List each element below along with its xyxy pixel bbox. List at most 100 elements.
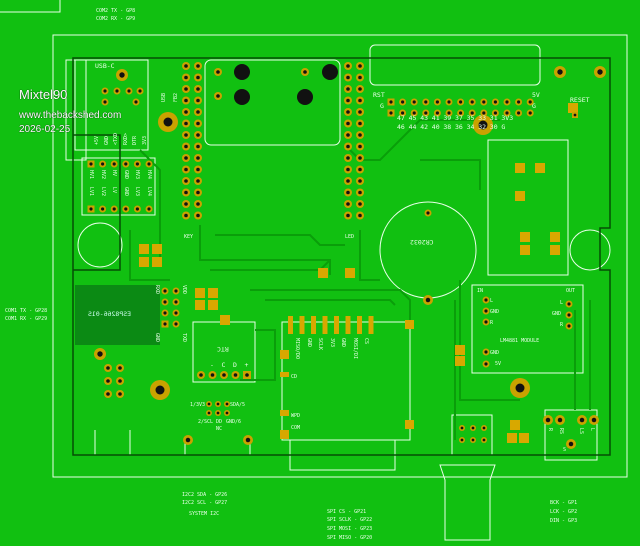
gpio-pin: [515, 98, 523, 106]
gpio-rst: RST: [373, 91, 385, 99]
key-header-pin: [182, 131, 190, 139]
audio-pin: [104, 377, 112, 385]
sd-cd: CD: [291, 374, 298, 380]
led-header-pin: [356, 211, 364, 220]
smd-pad: [311, 316, 316, 334]
note-com2-rx: COM2 RX - GP9: [96, 16, 136, 22]
key-header-pin: [182, 108, 190, 116]
esp-pin-rxd: RXD: [154, 285, 160, 295]
smd-pad: [507, 433, 517, 443]
smd-pad: [405, 420, 414, 429]
connector-pin: [459, 437, 465, 443]
led-header-pin: [344, 62, 352, 70]
note-bck: BCK - GP1: [550, 500, 578, 506]
esp-pin-txd: TXD: [181, 333, 187, 343]
connector-pin: [481, 437, 487, 443]
watermark-date: 2026-02-25: [19, 124, 71, 135]
usb-part: USB: [161, 92, 167, 102]
gpio-label-top: 35: [466, 114, 475, 122]
smd-pad: [152, 244, 162, 254]
jack-pin: [543, 415, 553, 425]
key-header-pin: [194, 177, 202, 185]
led-header-pin: [344, 211, 352, 220]
smd-pad: [280, 430, 289, 439]
reset-label: RESET: [570, 96, 590, 104]
mount-circle: [77, 222, 123, 268]
key-header-pin: [194, 96, 202, 105]
audio-pin: [104, 364, 112, 372]
note-com1-tx: COM1 TX - GP28: [5, 308, 48, 314]
gpio-pin: [526, 98, 534, 106]
smd-pad: [280, 350, 289, 359]
audio-pin: [116, 364, 124, 372]
gpio-label-bottom: 46: [397, 123, 405, 131]
smd-pad: [208, 300, 218, 310]
led-header-pin: [356, 73, 364, 82]
smd-pad: [288, 316, 293, 334]
smd-pad: [345, 316, 351, 334]
jack-s: S: [563, 447, 567, 453]
gpio-label-bottom: 32: [478, 123, 487, 131]
sd-pin-label: MOSI/DI: [351, 338, 358, 360]
smd-pad: [299, 316, 305, 334]
note-lck: LCK - GP2: [550, 509, 578, 515]
connector-pin: [470, 437, 476, 443]
connector-pin: [470, 425, 476, 431]
watermark-site: www.thebackshed.com: [19, 110, 122, 121]
i2c-mount: [243, 435, 253, 445]
smd-pad: [280, 372, 289, 377]
i2c-label-sda: SDA/5: [230, 402, 246, 408]
display-mount-hole: [234, 89, 250, 105]
gpio-pin: [410, 98, 418, 106]
battery-label: CR2032: [410, 238, 434, 246]
gpio-label-top: 45: [408, 114, 417, 122]
esp-pin: [172, 309, 180, 317]
amp-in-r: R: [490, 320, 494, 326]
amp-title: LM4881 MODULE: [500, 338, 540, 344]
ls-hv-label: GND: [122, 170, 129, 180]
gpio-pin: [387, 98, 395, 106]
gpio-pin: [491, 98, 499, 106]
ls-hv-label: HV1: [88, 170, 94, 180]
smd-pad: [195, 288, 205, 298]
led-header-pin: [356, 96, 364, 105]
audio-pin: [104, 390, 112, 398]
gpio-label-top: 47: [397, 114, 405, 122]
gpio-label-top: 3V3: [501, 114, 514, 122]
sd-pin-label: GND: [305, 338, 312, 348]
led-header-pin: [344, 154, 352, 162]
jack-l: L: [589, 428, 595, 432]
key-header-pin: [182, 96, 190, 105]
usb-module-outline: [74, 59, 149, 151]
usb-pin: [101, 98, 109, 106]
gpio-pin: [422, 98, 430, 106]
gpio-label-bottom: 36: [455, 123, 463, 131]
gpio-label-bottom: 44: [408, 123, 417, 131]
gpio-pin: [468, 109, 476, 117]
gpio-pin: [445, 98, 453, 106]
smd-pad: [208, 288, 218, 298]
ls-pin: [87, 205, 95, 213]
amp-out-pin: [565, 322, 573, 330]
key-header-pin: [194, 188, 202, 197]
ls-pin: [110, 205, 118, 213]
ls-hv-label: HV: [111, 170, 118, 177]
gpio-g-right: G: [532, 102, 536, 110]
sd-com: COM: [291, 425, 301, 431]
key-header-pin: [194, 62, 202, 70]
amp-in-pin: [482, 296, 490, 304]
esp-module-body: [75, 285, 160, 345]
mounting-hole: [150, 380, 170, 400]
key-header-pin: [194, 108, 202, 116]
amp-5v: [482, 360, 490, 368]
gpio-label-top: 43: [420, 114, 429, 122]
ls-pin: [122, 205, 130, 213]
amp-pwr-5v: 5V: [495, 361, 502, 367]
sd-pin-label: MISO/DO: [294, 338, 300, 360]
gpio-g-left: G: [380, 102, 384, 110]
gpio-label-top: 41: [431, 114, 440, 122]
reset-pin: [594, 66, 606, 78]
i2c-label-nc: NC: [216, 426, 223, 432]
note-spi-sclk: SPI SCLK - GP22: [327, 517, 373, 523]
mounting-hole: [473, 115, 493, 135]
